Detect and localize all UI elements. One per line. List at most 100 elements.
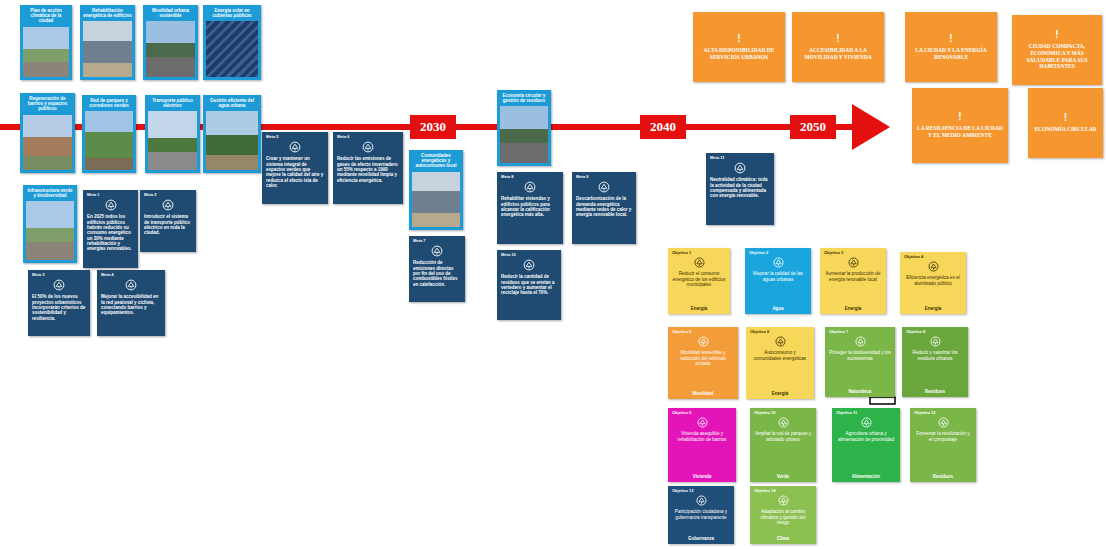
photo xyxy=(23,115,72,170)
tile-category: Energía xyxy=(672,304,726,311)
picture-card: Gestión eficiente del agua urbana xyxy=(203,95,261,173)
card-icon xyxy=(854,335,867,348)
tile-heading: Objetivo 3 xyxy=(824,251,882,255)
alert-mark: ! xyxy=(1064,113,1067,123)
tile-text: Adaptación al cambio climático y gestión… xyxy=(754,509,812,526)
goal-card: Meta 3El 50% de los nuevos proyectos urb… xyxy=(28,270,90,336)
tile-heading: Objetivo 10 xyxy=(754,411,812,415)
year-marker: 2030 xyxy=(410,115,456,139)
challenge-text: ALTA DISPONIBILIDAD DE SERVICIOS URBANOS xyxy=(698,47,780,60)
objective-tile: Objetivo 10Ampliar la red de parques y a… xyxy=(750,408,816,482)
photo xyxy=(148,111,197,170)
challenge-text: CIUDAD COMPACTA, ECONÓMICA Y MÁS SALUDAB… xyxy=(1017,43,1097,69)
objective-tile: Objetivo 2 Mejorar la calidad de las agua… xyxy=(745,248,811,314)
challenge-text: LA CIUDAD Y LA ENERGÍA RENOVABLE xyxy=(910,47,992,60)
year-label: 2050 xyxy=(800,119,826,135)
picture-card: Rehabilitación energética de edificios xyxy=(80,5,135,80)
goal-heading: Meta 11 xyxy=(710,156,770,160)
goal-text: Reducir la cantidad de residuos que se e… xyxy=(501,274,557,295)
card-icon xyxy=(523,180,537,194)
small-frame xyxy=(870,397,895,404)
card-icon xyxy=(161,198,175,212)
card-title: Rehabilitación energética de edificios xyxy=(83,8,132,18)
goal-text: Descarbonización de la demanda energétic… xyxy=(576,196,632,217)
tile-category: Movilidad xyxy=(672,389,734,396)
picture-card: Infraestructura verde y biodiversidad xyxy=(23,185,77,263)
tile-category: Residuos xyxy=(906,387,964,394)
goal-card: Meta 11 Neutralidad climática: toda la ac… xyxy=(706,153,774,225)
photo xyxy=(206,111,258,170)
year-marker: 2050 xyxy=(790,115,836,139)
challenge-text: ECONOMÍA CIRCULAR xyxy=(1034,126,1096,133)
challenge-box: ! ECONOMÍA CIRCULAR xyxy=(1028,88,1103,158)
tile-text: Agricultura urbana y alimentación de pro… xyxy=(836,431,896,442)
goal-text: Introducir el sistema de transporte públ… xyxy=(144,214,192,235)
objective-tile: Objetivo 14Adaptación al cambio climátic… xyxy=(750,486,816,544)
card-icon xyxy=(697,335,710,348)
card-title: Comunidades energéticas y autoconsumo lo… xyxy=(412,153,460,169)
card-icon xyxy=(361,140,375,154)
card-icon xyxy=(597,180,611,194)
objective-tile: Objetivo 9 Vivienda asequible y rehabilit… xyxy=(668,408,736,482)
goal-heading: Meta 10 xyxy=(501,253,557,257)
card-title: Energía solar en cubiertas públicas xyxy=(206,8,258,18)
goal-text: Crear y mantener un sistema integral de … xyxy=(266,156,324,188)
card-icon xyxy=(733,161,747,175)
challenge-box: !ALTA DISPONIBILIDAD DE SERVICIOS URBANO… xyxy=(693,12,785,82)
card-title: Transporte público eléctrico xyxy=(148,98,197,108)
tile-heading: Objetivo 2 xyxy=(749,251,807,255)
goal-text: Reducir las emisiones de gases de efecto… xyxy=(337,156,399,182)
tile-text: Autoconsumo y comunidades energéticas xyxy=(750,350,810,361)
goal-card: Meta 1 En 2025 todos los edificios públic… xyxy=(83,190,138,268)
objective-tile: Objetivo 6Autoconsumo y comunidades ener… xyxy=(746,327,814,399)
alert-mark: ! xyxy=(958,112,961,122)
card-icon xyxy=(777,494,790,507)
tile-text: Proteger la biodiversidad y los ecosiste… xyxy=(829,350,891,361)
alert-mark: ! xyxy=(949,34,952,44)
card-icon xyxy=(124,278,138,292)
challenge-box: ! LA CIUDAD Y LA ENERGÍA RENOVABLE xyxy=(905,12,997,82)
year-label: 2030 xyxy=(420,119,446,135)
goal-text: Neutralidad climática: toda la actividad… xyxy=(710,177,770,198)
picture-card: Red de parques y corredores verdes xyxy=(82,95,136,173)
objective-tile: Objetivo 12Fomentar la reutilización y e… xyxy=(910,408,976,482)
goal-card: Meta 2 Introducir el sistema de transport… xyxy=(140,190,196,252)
objective-tile: Objetivo 1Reducir el consumo energético … xyxy=(668,248,730,314)
card-icon xyxy=(430,244,444,258)
timeline-arrowhead xyxy=(852,104,890,150)
tile-text: Mejorar la calidad de las aguas urbanas xyxy=(749,271,807,282)
goal-text: En 2025 todos los edificios públicos hab… xyxy=(87,214,134,251)
tile-heading: Objetivo 8 xyxy=(906,330,964,334)
goal-heading: Meta 2 xyxy=(144,193,192,197)
goal-heading: Meta 4 xyxy=(101,273,161,277)
photo xyxy=(26,201,74,260)
card-icon xyxy=(695,494,708,507)
tile-text: Movilidad sostenible y reducción del veh… xyxy=(672,350,734,367)
card-title: Regeneración de barrios y espacios públi… xyxy=(23,96,72,112)
card-icon xyxy=(777,416,790,429)
card-title: Movilidad urbana sostenible xyxy=(146,8,195,18)
tile-category: Clima xyxy=(754,534,812,541)
goal-heading: Meta 1 xyxy=(87,193,134,197)
card-icon xyxy=(927,260,940,273)
tile-text: Reducir y valorizar los residuos urbanos xyxy=(906,350,964,361)
goal-heading: Meta 6 xyxy=(337,135,399,139)
card-title: Infraestructura verde y biodiversidad xyxy=(26,188,74,198)
tile-category: Energía xyxy=(750,389,810,396)
year-marker: 2040 xyxy=(640,115,686,139)
tile-category: Residuos xyxy=(914,472,972,479)
objective-tile: Objetivo 3Aumentar la producción de ener… xyxy=(820,248,886,314)
challenge-text: LA RESILIENCIA DE LA CIUDAD Y EL MEDIO A… xyxy=(917,125,1003,138)
card-icon xyxy=(288,140,302,154)
picture-card: Comunidades energéticas y autoconsumo lo… xyxy=(409,150,463,230)
goal-card: Meta 7Reducción de emisiones directas po… xyxy=(409,236,465,302)
goal-text: El 50% de los nuevos proyectos urbanísti… xyxy=(32,294,86,320)
tile-category: Vivienda xyxy=(672,472,732,479)
goal-heading: Meta 9 xyxy=(576,175,632,179)
tile-heading: Objetivo 9 xyxy=(672,411,732,415)
card-icon xyxy=(929,335,942,348)
photo xyxy=(83,21,132,77)
tile-text: Fomentar la reutilización y el compostaj… xyxy=(914,431,972,442)
tile-text: Vivienda asequible y rehabilitación de b… xyxy=(672,431,732,442)
tile-category: Energía xyxy=(824,304,882,311)
